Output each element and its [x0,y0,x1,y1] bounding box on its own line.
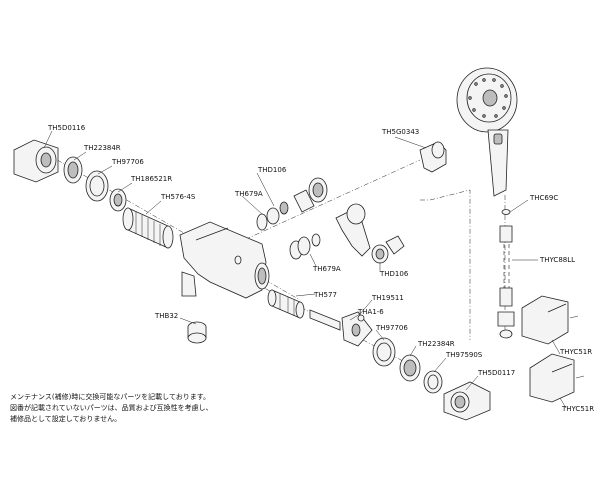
right-end-cap [443,381,491,421]
center-lines [39,149,506,371]
mixer-body [179,221,270,299]
label-th22384r-top: TH22384R [83,144,121,152]
label-th576-4s: TH576-4S [160,193,196,201]
upper-fittings [256,177,328,231]
mid-fittings [289,203,405,264]
shower-head [456,67,518,197]
label-th19511: TH19511 [371,294,404,302]
label-thyc88ll: THYC88LL [539,256,575,264]
left-end-cap [13,139,59,183]
part-labels: TH5D0116 TH22384R TH97706 TH186521R TH57… [47,124,594,413]
label-thd106-mid: THD106 [379,270,409,278]
lower-stack [267,289,373,347]
wall-bracket-lower [529,353,585,403]
label-thd106-top: THD106 [257,166,287,174]
label-th5d0116: TH5D0116 [47,124,86,132]
label-thb32: THB32 [154,312,178,320]
elbow-fitting [419,141,447,173]
label-thyc51r-bot: THYC51R [561,405,594,413]
note-line-2: 図番が記載されていないパーツは、品質および互換性を考慮し、 [10,403,213,412]
label-th5d0117: TH5D0117 [477,369,515,377]
label-thc69c: THC69C [529,194,558,202]
label-th679a-mid: TH679A [312,265,341,273]
left-rings [63,156,127,212]
wall-bracket-upper [521,295,579,345]
shower-hose [497,209,515,339]
label-th5g0343: TH5G0343 [381,128,419,136]
label-th186521r: TH186521R [130,175,172,183]
note-line-1: メンテナンス(補修)時に交換可能なパーツを記載しております。 [10,392,210,401]
note-line-3: 補修品として設定しておりません。 [10,414,121,423]
thermo-cartridge [122,207,174,249]
label-th97706-top: TH97706 [111,158,144,166]
maintenance-note: メンテナンス(補修)時に交換可能なパーツを記載しております。 図番が記載されてい… [10,392,213,423]
label-th679a-top: TH679A [234,190,263,198]
label-th97590s: TH97590S [445,351,483,359]
bottom-fitting [187,321,207,344]
lower-rings [372,337,443,394]
label-th577: TH577 [313,291,337,299]
label-th22384r-bot: TH22384R [417,340,455,348]
label-thyc51r-top: THYC51R [559,348,592,356]
leader-lines [43,130,567,409]
label-tha1-6: THA1-6 [357,308,384,316]
label-th97706-bot: TH97706 [375,324,408,332]
